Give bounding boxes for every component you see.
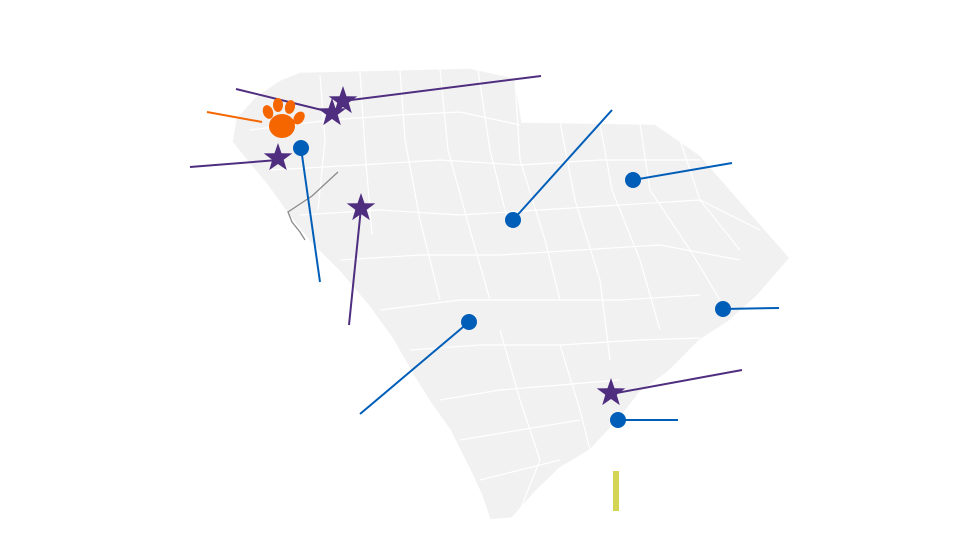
dot-markers (293, 140, 731, 428)
paw-icon (262, 98, 305, 138)
star-icon (596, 378, 626, 406)
star-markers (263, 86, 626, 406)
dot-icon (715, 301, 731, 317)
yellow-accent-bar (613, 471, 619, 511)
gray-boundary-line (287, 171, 339, 241)
star-icon (328, 86, 358, 114)
county-borders (249, 68, 761, 511)
dot-icon (461, 314, 477, 330)
dot-icon (505, 212, 521, 228)
star-icon (346, 193, 376, 221)
star-icon (317, 98, 347, 126)
dot-icon (293, 140, 309, 156)
state-outline (231, 67, 791, 521)
leader-lines (189, 75, 780, 421)
dot-icon (625, 172, 641, 188)
dot-icon (610, 412, 626, 428)
star-icon (263, 143, 293, 171)
